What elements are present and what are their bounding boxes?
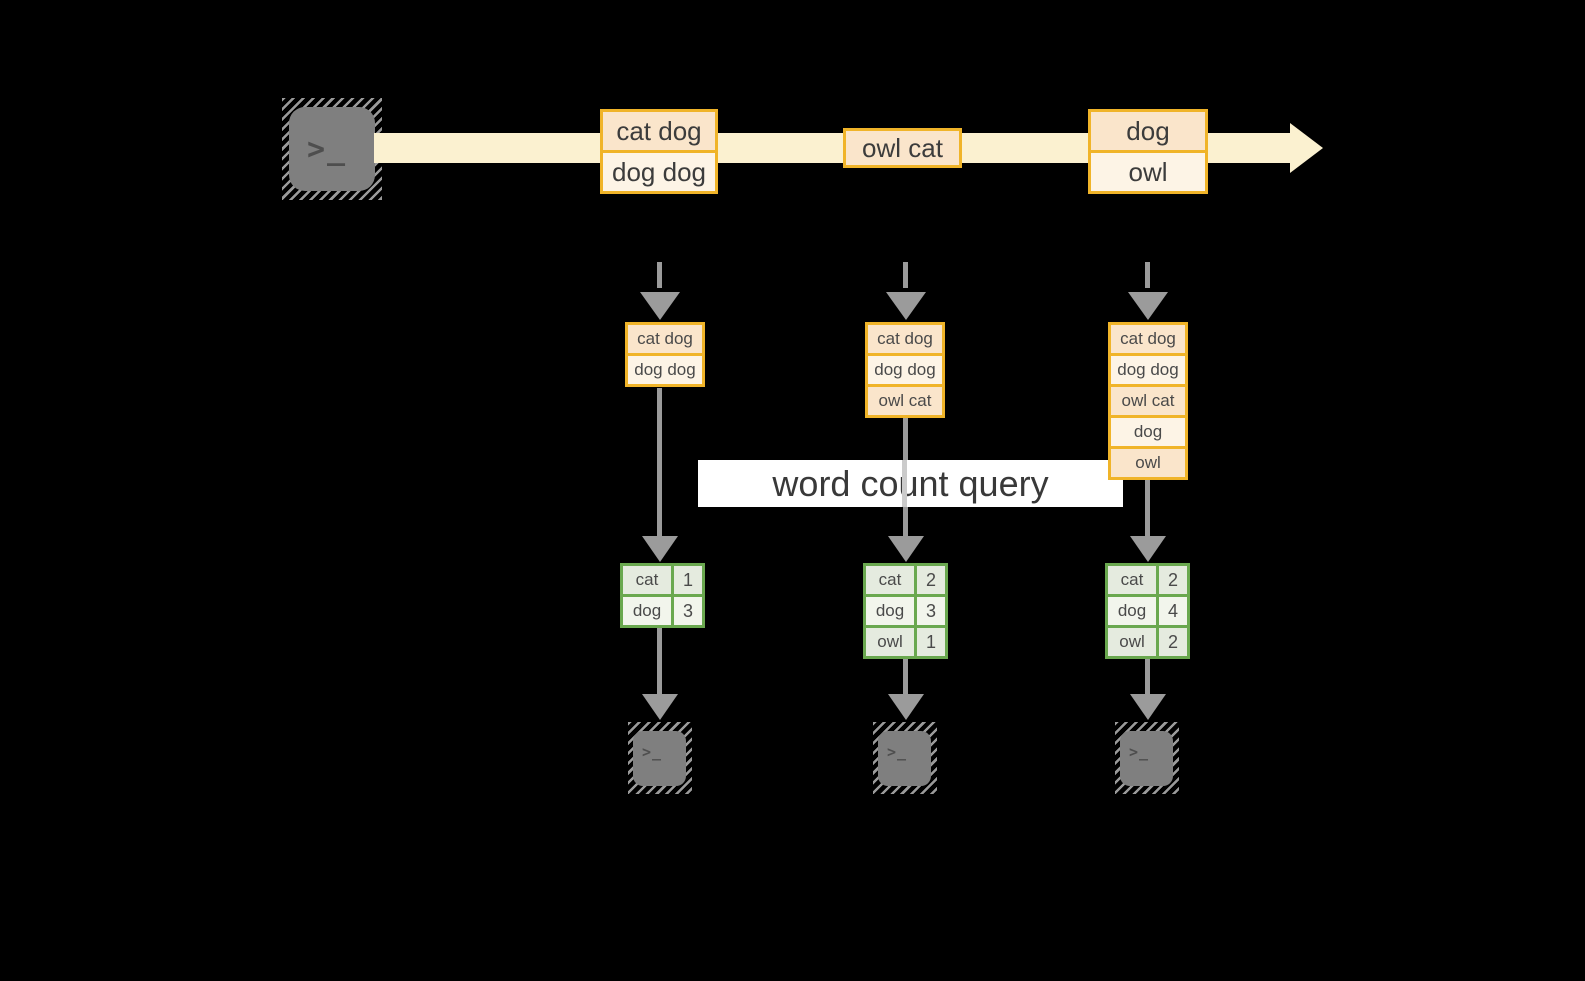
dashed-arrow-3 bbox=[1145, 262, 1150, 288]
count-cell: 4 bbox=[1159, 597, 1187, 625]
count-table-3: cat 2 dog 4 owl 2 bbox=[1105, 563, 1190, 659]
stream-event-record: dog dog bbox=[603, 153, 715, 191]
word-cell: cat bbox=[623, 566, 671, 594]
query-arrow-3 bbox=[1145, 480, 1150, 538]
dashed-arrow-2-head-icon bbox=[886, 292, 926, 320]
table-row: owl 1 bbox=[866, 628, 945, 656]
stream-event-record: owl cat bbox=[846, 131, 959, 165]
sink-arrow-3 bbox=[1145, 659, 1150, 696]
sink-arrow-3-head-icon bbox=[1130, 694, 1166, 720]
terminal-prompt-icon: >_ bbox=[307, 132, 348, 167]
query-arrow-2-head-icon bbox=[888, 536, 924, 562]
table-row: cat 2 bbox=[866, 566, 945, 594]
buffer-record: owl cat bbox=[1111, 387, 1185, 415]
query-arrow-1 bbox=[657, 388, 662, 538]
buffer-record: dog dog bbox=[628, 356, 702, 384]
count-table-2: cat 2 dog 3 owl 1 bbox=[863, 563, 948, 659]
word-cell: dog bbox=[866, 597, 914, 625]
terminal-screen: >_ bbox=[289, 107, 375, 191]
buffer-record: cat dog bbox=[1111, 325, 1185, 353]
buffer-record: dog dog bbox=[1111, 356, 1185, 384]
stream-event-record: dog bbox=[1091, 112, 1205, 150]
word-cell: dog bbox=[1108, 597, 1156, 625]
table-row: owl 2 bbox=[1108, 628, 1187, 656]
word-count-query-label: word count query bbox=[772, 462, 1049, 504]
count-cell: 3 bbox=[674, 597, 702, 625]
table-row: dog 4 bbox=[1108, 597, 1187, 625]
buffer-record: owl bbox=[1111, 449, 1185, 477]
word-cell: cat bbox=[866, 566, 914, 594]
terminal-prompt-icon: >_ bbox=[642, 743, 663, 761]
sink-arrow-1-head-icon bbox=[642, 694, 678, 720]
sink-arrow-2 bbox=[903, 659, 908, 696]
buffer-record: cat dog bbox=[868, 325, 942, 353]
count-cell: 1 bbox=[917, 628, 945, 656]
query-arrow-3-head-icon bbox=[1130, 536, 1166, 562]
word-cell: cat bbox=[1108, 566, 1156, 594]
sink-terminal-icon-1: >_ bbox=[628, 722, 692, 794]
terminal-screen: >_ bbox=[1120, 731, 1173, 786]
terminal-prompt-icon: >_ bbox=[887, 743, 908, 761]
table-row: cat 2 bbox=[1108, 566, 1187, 594]
buffer-stack-2: cat dog dog dog owl cat bbox=[865, 322, 945, 418]
buffer-stack-1: cat dog dog dog bbox=[625, 322, 705, 387]
buffer-record: dog dog bbox=[868, 356, 942, 384]
word-cell: owl bbox=[1108, 628, 1156, 656]
word-cell: owl bbox=[866, 628, 914, 656]
word-cell: dog bbox=[623, 597, 671, 625]
sink-arrow-1 bbox=[657, 628, 662, 696]
stream-event-box-1: cat dog dog dog bbox=[600, 109, 718, 194]
count-cell: 2 bbox=[917, 566, 945, 594]
count-cell: 2 bbox=[1159, 566, 1187, 594]
buffer-record: cat dog bbox=[628, 325, 702, 353]
stream-event-record: owl bbox=[1091, 153, 1205, 191]
stream-arrowhead-icon bbox=[1290, 123, 1323, 173]
terminal-prompt-icon: >_ bbox=[1129, 743, 1150, 761]
stream-event-box-3: dog owl bbox=[1088, 109, 1208, 194]
dashed-arrow-2 bbox=[903, 262, 908, 288]
count-cell: 1 bbox=[674, 566, 702, 594]
dashed-arrow-3-head-icon bbox=[1128, 292, 1168, 320]
count-cell: 2 bbox=[1159, 628, 1187, 656]
terminal-screen: >_ bbox=[878, 731, 931, 786]
word-count-query-banner: word count query bbox=[698, 460, 1123, 507]
table-row: dog 3 bbox=[623, 597, 702, 625]
buffer-record: dog bbox=[1111, 418, 1185, 446]
stream-event-box-2: owl cat bbox=[843, 128, 962, 168]
table-row: dog 3 bbox=[866, 597, 945, 625]
sink-terminal-icon-2: >_ bbox=[873, 722, 937, 794]
dashed-arrow-1 bbox=[657, 262, 662, 288]
dashed-arrow-1-head-icon bbox=[640, 292, 680, 320]
sink-terminal-icon-3: >_ bbox=[1115, 722, 1179, 794]
source-terminal-icon: >_ bbox=[282, 98, 382, 200]
stream-event-record: cat dog bbox=[603, 112, 715, 150]
buffer-record: owl cat bbox=[868, 387, 942, 415]
terminal-screen: >_ bbox=[633, 731, 686, 786]
count-cell: 3 bbox=[917, 597, 945, 625]
sink-arrow-2-head-icon bbox=[888, 694, 924, 720]
table-row: cat 1 bbox=[623, 566, 702, 594]
count-table-1: cat 1 dog 3 bbox=[620, 563, 705, 628]
query-arrow-1-head-icon bbox=[642, 536, 678, 562]
arrow-through-banner bbox=[902, 460, 907, 507]
buffer-stack-3: cat dog dog dog owl cat dog owl bbox=[1108, 322, 1188, 480]
